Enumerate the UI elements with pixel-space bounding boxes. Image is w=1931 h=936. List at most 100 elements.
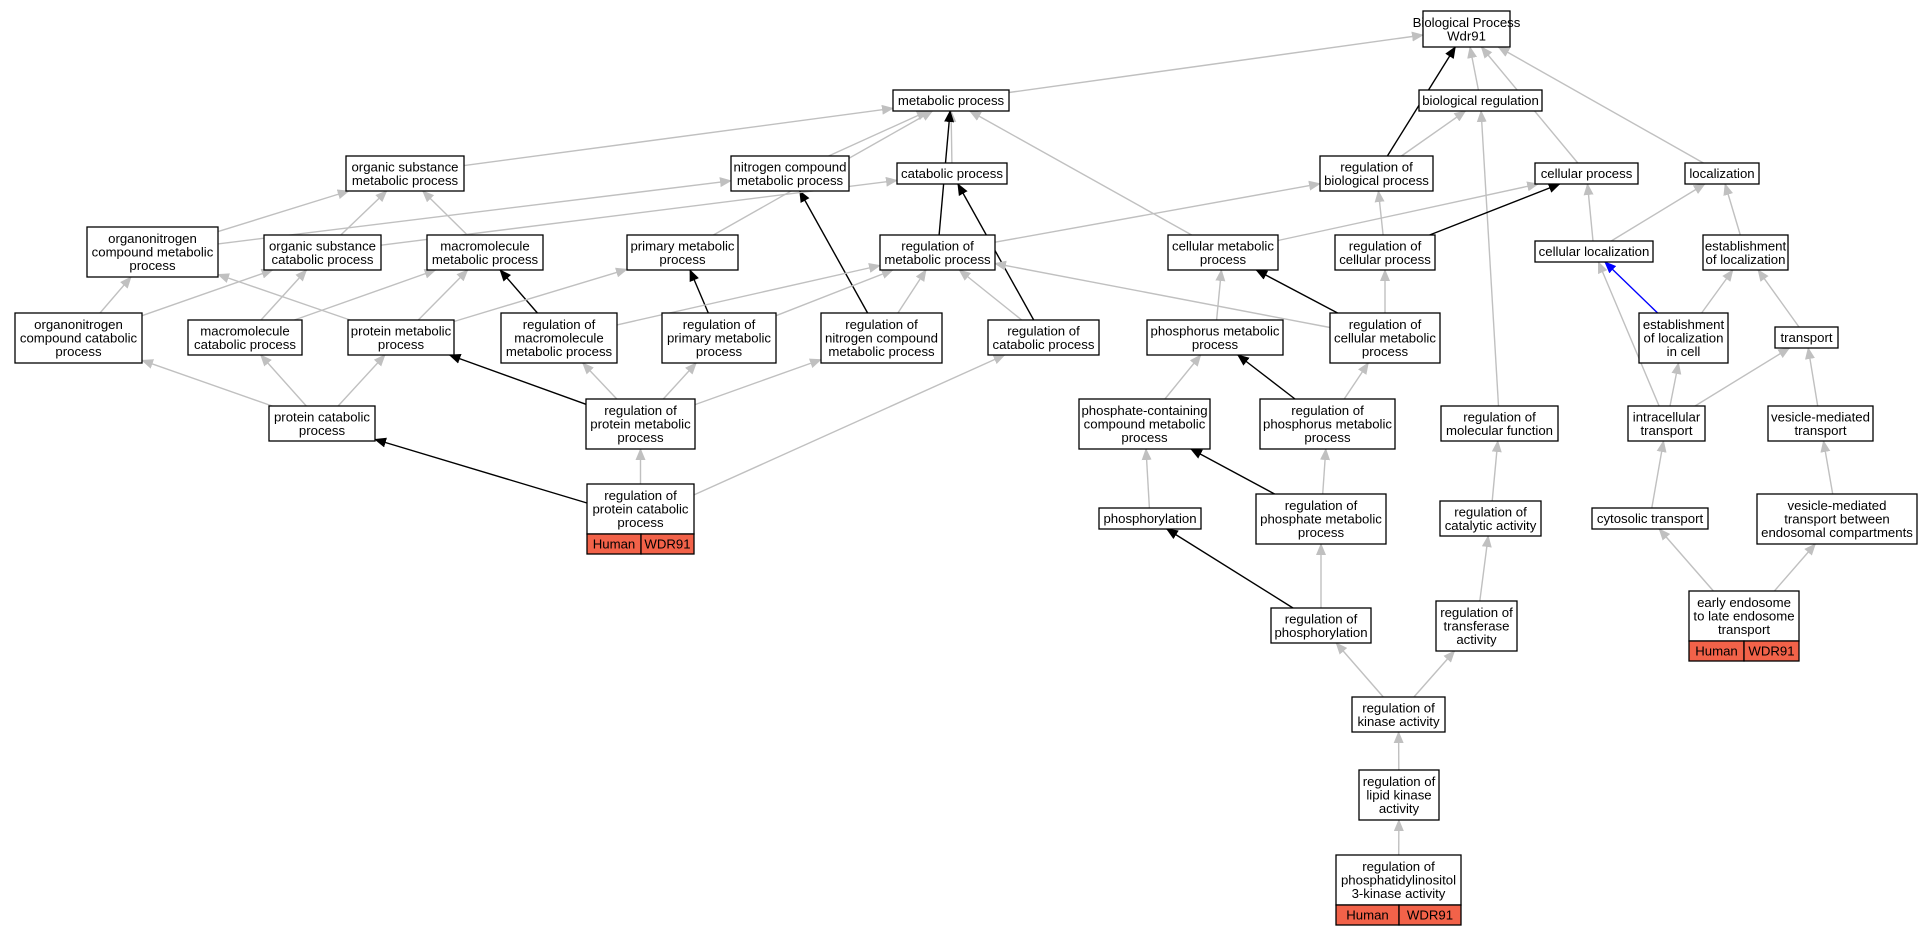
edge: [968, 110, 1193, 236]
go-term-box: [345, 155, 465, 192]
go-term-box: [879, 234, 996, 271]
go-term-label: regulation of: [1362, 859, 1435, 874]
go-term-node[interactable]: catabolic process: [896, 162, 1008, 185]
go-term-label: macromolecule: [514, 331, 603, 346]
go-term-node[interactable]: biological regulation: [1418, 89, 1543, 112]
go-term-label: regulation of: [1362, 700, 1435, 715]
go-term-label: intracellular: [1633, 409, 1701, 424]
go-term-label: biological process: [1324, 173, 1429, 188]
go-term-label: metabolic process: [884, 252, 991, 267]
edge: [1429, 183, 1561, 236]
go-term-label: process: [1121, 430, 1168, 445]
is-a-edge: [582, 362, 618, 400]
go-term-box: [263, 234, 382, 271]
edge: [294, 268, 437, 321]
is-a-edge: [1651, 440, 1667, 509]
edge: [693, 354, 1006, 496]
edge: [1476, 110, 1500, 407]
edge: [1610, 183, 1706, 242]
go-term-label: catalytic activity: [1445, 518, 1537, 533]
go-term-node[interactable]: cytosolic transport: [1591, 507, 1709, 530]
go-term-label: catabolic process: [272, 252, 374, 267]
go-term-box: [86, 226, 219, 278]
go-term-label: process: [617, 430, 664, 445]
go-term-label: protein metabolic: [351, 323, 452, 338]
is-a-edge: [958, 269, 1023, 321]
go-term-box: [1167, 234, 1279, 271]
go-term-label: regulation of: [1349, 317, 1422, 332]
go-term-node[interactable]: cellular process: [1534, 162, 1639, 185]
go-term-node[interactable]: metabolic process: [892, 89, 1010, 112]
go-term-label: regulation of: [1440, 605, 1513, 620]
edge: [448, 354, 587, 405]
go-term-label: primary metabolic: [667, 331, 771, 346]
edge: [1164, 354, 1202, 400]
go-term-label: metabolic process: [828, 344, 935, 359]
is-a-edge: [337, 354, 386, 407]
go-term-node[interactable]: phosphorylation: [1098, 507, 1202, 530]
go-term-label: process: [1298, 525, 1345, 540]
edge: [217, 273, 351, 321]
edge: [1479, 535, 1492, 602]
go-term-label: 3-kinase activity: [1352, 886, 1446, 901]
go-term-label: cellular metabolic: [1334, 331, 1436, 346]
go-term-node[interactable]: transport: [1774, 326, 1839, 349]
is-a-edge: [1694, 347, 1791, 407]
go-term-label: regulation of: [523, 317, 596, 332]
go-term-label: biological regulation: [1422, 93, 1539, 108]
go-term-node[interactable]: cellular localization: [1534, 240, 1654, 263]
go-term-node[interactable]: regulation ofphosphatidylinositol3-kinas…: [1335, 854, 1462, 926]
go-term-label: metabolic process: [352, 173, 459, 188]
edge: [1141, 448, 1152, 509]
go-term-box: [1146, 319, 1284, 356]
is-a-edge: [1215, 269, 1226, 321]
is-a-edge: [828, 110, 929, 157]
is-a-edge: [957, 183, 1035, 321]
go-term-node[interactable]: localization: [1684, 162, 1760, 185]
go-term-label: nitrogen compound: [734, 159, 847, 174]
go-term-label: compound metabolic: [1084, 417, 1206, 432]
